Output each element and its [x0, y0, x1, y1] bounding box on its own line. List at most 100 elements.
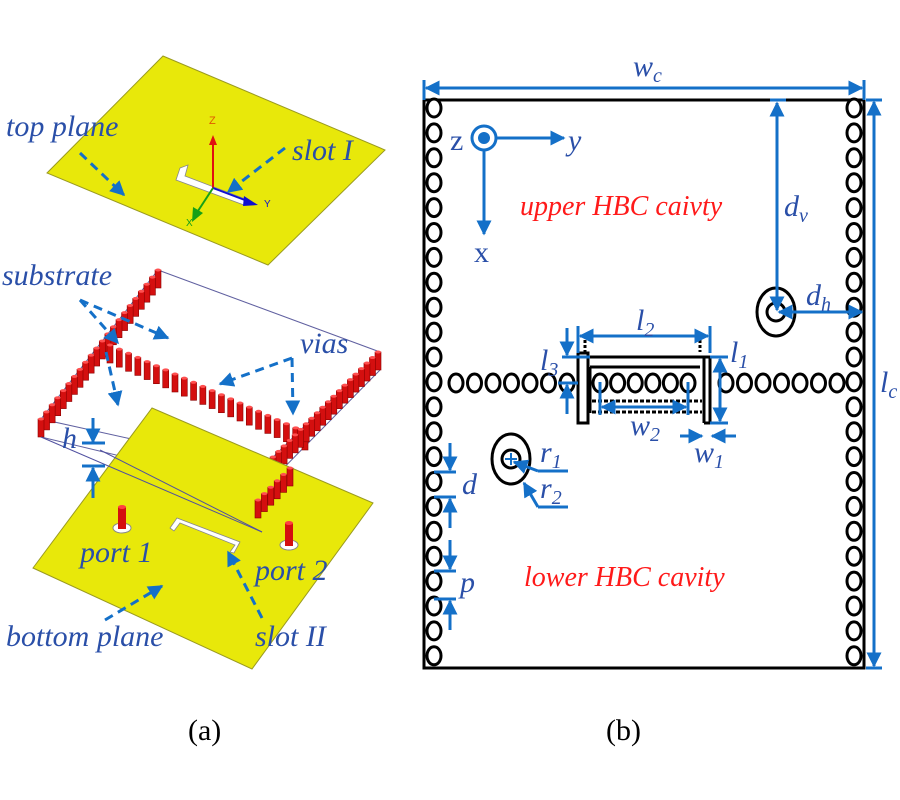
via-right [845, 271, 863, 293]
axis-z-label: z [450, 124, 463, 157]
via-center-row [828, 372, 846, 394]
via-left [425, 346, 443, 368]
via-left [425, 396, 443, 418]
red-via [297, 427, 304, 448]
red-via [227, 397, 235, 418]
via-right [845, 172, 863, 194]
via-left [425, 645, 443, 667]
via-center-row [736, 372, 753, 394]
label-bottom-plane: bottom plane [6, 620, 164, 653]
dim-wc: wc [633, 50, 662, 87]
label-port-2: port 2 [253, 554, 328, 587]
red-via [48, 403, 56, 424]
red-via [54, 396, 62, 417]
axis-y-label: y [565, 124, 582, 157]
red-via [254, 498, 262, 519]
port-2-pin [279, 521, 299, 551]
label-substrate: substrate [2, 259, 112, 292]
via-right [845, 446, 863, 468]
dim-l2: l2 [636, 304, 654, 341]
via-center-row [466, 372, 483, 394]
via-right [845, 346, 863, 368]
via-right [845, 222, 863, 243]
panel-b: z y x upper HBC caivty lower HBC cavity [422, 50, 897, 747]
via-left [425, 595, 443, 617]
top-plane [46, 55, 386, 266]
dim-l3: l3 [540, 344, 558, 381]
via-left [425, 122, 443, 144]
via-left [425, 197, 443, 219]
via-left [425, 495, 443, 517]
via-left [425, 371, 443, 393]
label-top-plane: top plane [6, 110, 119, 143]
red-via [308, 416, 316, 437]
red-via [98, 339, 106, 360]
via-right [845, 197, 863, 219]
via-left [425, 271, 443, 293]
dimension-labels: wc lc dv dh l2 l3 l1 w2 w1 r1 r2 d p [458, 50, 897, 599]
triad-x-label: X [186, 218, 193, 229]
label-slot-2: slot II [255, 620, 328, 653]
via-left [425, 222, 443, 243]
red-via [87, 353, 95, 374]
red-via [180, 376, 188, 397]
triad-y-label: Y [264, 199, 271, 210]
panel-a: Z Y X [2, 55, 386, 747]
red-via [313, 411, 321, 432]
port-feed-lower [490, 432, 532, 486]
via-center-row [773, 372, 790, 394]
dim-p: p [458, 566, 475, 599]
red-via [154, 268, 162, 289]
via-right [845, 246, 863, 268]
via-center-row [447, 372, 465, 394]
red-via [280, 444, 288, 465]
red-via [171, 372, 179, 393]
red-via [302, 422, 310, 443]
red-via [286, 466, 294, 487]
coord-axes: z y x [450, 124, 582, 269]
red-via [132, 296, 140, 317]
red-via [358, 367, 365, 387]
via-left [425, 446, 443, 468]
label-lower-cavity: lower HBC cavity [524, 562, 725, 593]
dim-r1: r1 [540, 436, 562, 473]
red-via [363, 361, 371, 382]
red-via [273, 418, 281, 438]
via-right [845, 321, 863, 343]
red-via [76, 367, 84, 388]
axis-triad: Z Y X [186, 115, 271, 229]
red-via [149, 275, 156, 296]
red-via [65, 382, 73, 402]
via-left [425, 172, 443, 194]
red-via [106, 343, 114, 364]
axis-x-label: x [474, 236, 489, 269]
red-via [59, 389, 67, 409]
via-right [845, 122, 863, 144]
red-via [236, 401, 244, 422]
red-via [190, 380, 197, 401]
red-via [125, 351, 132, 372]
red-via [43, 410, 50, 431]
red-via [341, 383, 349, 404]
red-via [267, 485, 275, 506]
red-via [291, 433, 299, 454]
via-right [845, 471, 863, 492]
red-via [218, 393, 225, 414]
via-center-row [644, 372, 662, 394]
via-right [845, 371, 863, 393]
red-via [255, 409, 262, 430]
label-port-1: port 1 [78, 536, 153, 569]
via-left [425, 421, 443, 443]
dim-lc: lc [880, 366, 897, 403]
via-left [425, 620, 443, 642]
cavity-vias [425, 97, 863, 667]
red-via [324, 400, 332, 421]
front-vias [254, 466, 294, 519]
cavity-outline [422, 98, 866, 670]
red-via [82, 360, 89, 381]
red-via [162, 368, 170, 389]
via-right [845, 620, 863, 642]
via-right [845, 520, 863, 542]
red-via [93, 346, 101, 367]
red-via [273, 479, 281, 500]
